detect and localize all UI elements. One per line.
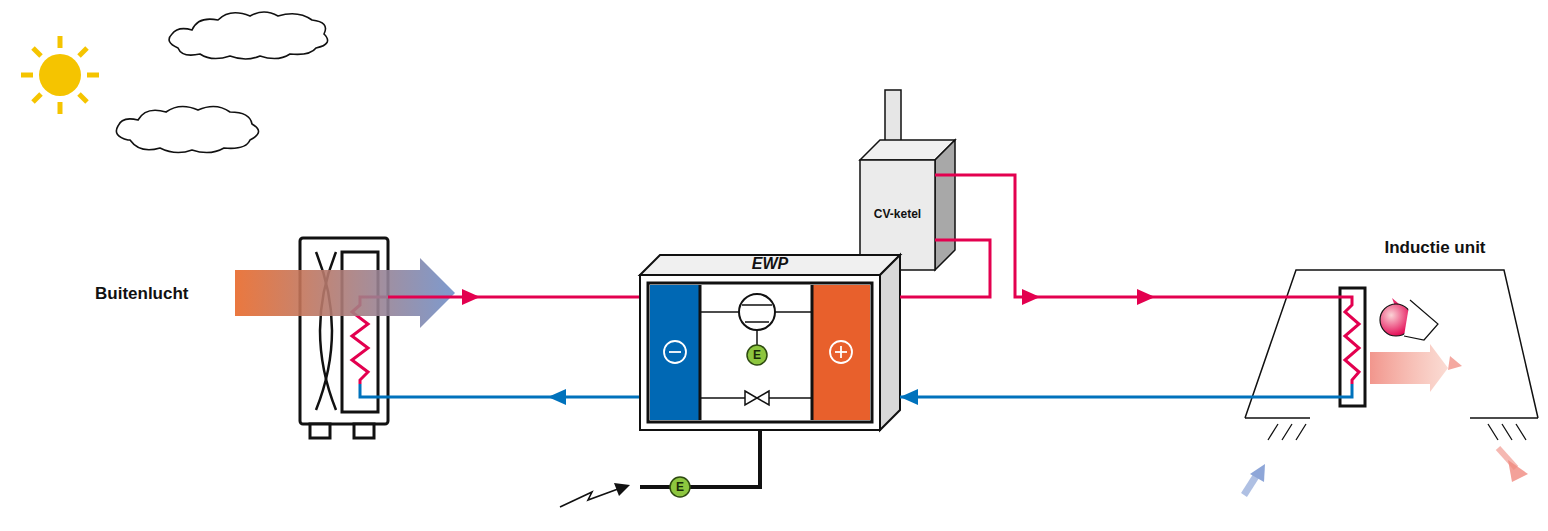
arrow-head (548, 389, 566, 405)
induction-unit (1244, 270, 1538, 495)
pipe-line (900, 396, 1330, 399)
boiler-box: CV-ketel (860, 160, 935, 270)
arrow-head (462, 289, 480, 305)
outdoor-unit (300, 238, 388, 438)
cold-pipe (388, 396, 640, 399)
cloud (116, 106, 258, 152)
energy-letter: E (676, 481, 684, 493)
cloud (169, 12, 327, 59)
pipe-connector (935, 175, 1330, 305)
heat-pump-body (640, 255, 900, 430)
boiler-body (860, 90, 955, 270)
induction-unit-box: Inductie unit (1330, 238, 1540, 420)
heat-pump-box: EWP (640, 253, 900, 430)
arrow-head (1137, 289, 1155, 305)
energy-letter: E (753, 349, 761, 361)
pipe-line (935, 175, 1330, 297)
pipe-line (900, 240, 990, 297)
pipe-connector (900, 240, 990, 297)
arrow-head (1022, 289, 1040, 305)
arrow-head (900, 389, 918, 405)
node-title: CV-ketel (874, 208, 921, 222)
air-arrow (235, 258, 455, 328)
node-title: Inductie unit (1384, 238, 1485, 258)
pipe-connector (900, 389, 1330, 405)
node-title: EWP (752, 255, 788, 273)
power-line (560, 430, 760, 507)
hot-pipe (388, 296, 640, 299)
air-label: Buitenlucht (95, 285, 189, 302)
sun (21, 36, 99, 114)
